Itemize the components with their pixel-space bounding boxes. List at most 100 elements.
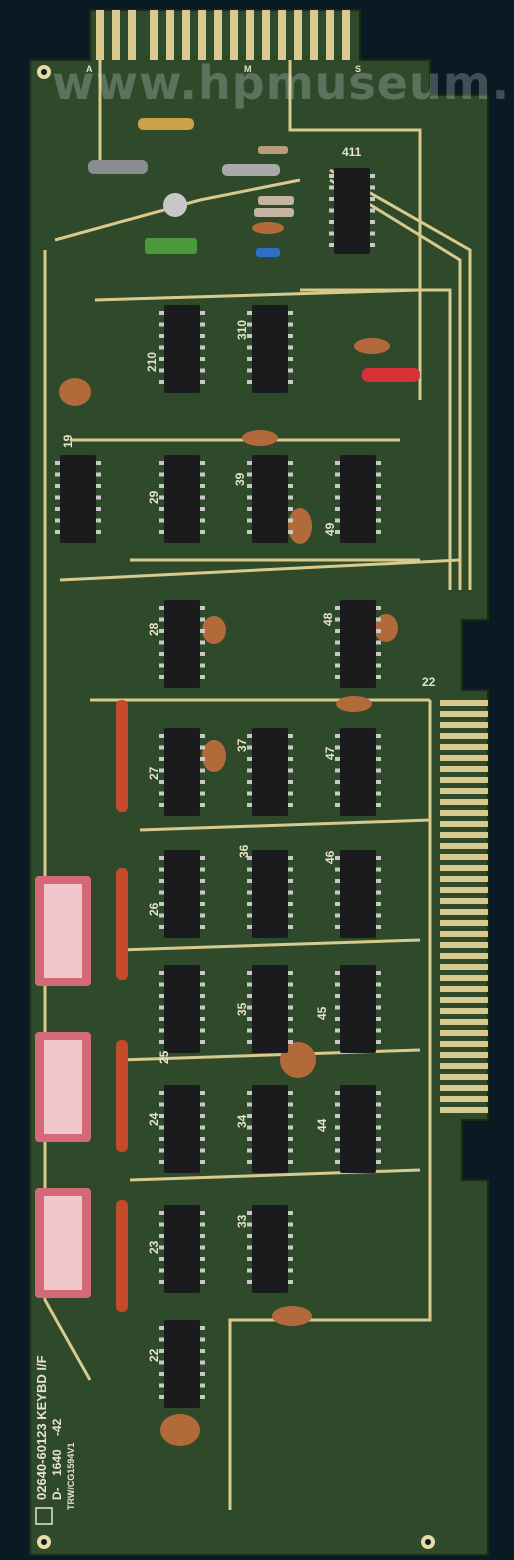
ic-pin — [376, 1040, 381, 1044]
edge-finger — [440, 755, 488, 761]
ic-pin — [376, 484, 381, 488]
ic-pin — [288, 1160, 293, 1164]
ic-pin — [159, 1280, 164, 1284]
ic-pin — [200, 345, 205, 350]
ic-pin — [200, 1017, 205, 1021]
ic-pin — [329, 220, 334, 224]
ic-pin — [159, 971, 164, 975]
ic-pin — [288, 345, 293, 350]
ic-pin — [159, 640, 164, 645]
ic-pin — [247, 1160, 252, 1164]
ic-pin — [329, 185, 334, 190]
ic-chip — [252, 1205, 288, 1293]
ic-pin — [288, 1125, 293, 1130]
ic-pin — [370, 231, 375, 236]
ic-pin — [247, 1245, 252, 1250]
ic-pin — [335, 768, 340, 773]
ic-pin — [159, 357, 164, 361]
ic-pin — [376, 982, 381, 987]
ic-pin — [159, 1137, 164, 1141]
ic-chip — [164, 1205, 200, 1293]
ic-pin — [200, 461, 205, 465]
ic-pin — [247, 982, 252, 987]
ic-pin — [159, 472, 164, 477]
ic-pin — [96, 472, 101, 477]
ic-chip — [252, 728, 288, 816]
ic-pin — [159, 629, 164, 633]
ic-pin — [247, 357, 252, 361]
ic-pin — [288, 913, 293, 918]
ic-pin — [159, 856, 164, 860]
ic-chip — [340, 728, 376, 816]
ic-pin — [247, 890, 252, 895]
ic-pin — [247, 803, 252, 807]
ic-pin — [370, 185, 375, 190]
board-date-code: 1640 — [50, 1449, 64, 1476]
ic-pin — [288, 507, 293, 511]
ic-chip — [334, 168, 370, 254]
ic-pin — [288, 768, 293, 773]
ic-pin — [370, 243, 375, 247]
ic-pin — [335, 803, 340, 807]
edge-finger — [440, 1041, 488, 1047]
ic-pin — [288, 322, 293, 327]
ic-pin — [335, 780, 340, 784]
ic-pin — [247, 484, 252, 488]
transistor — [163, 193, 187, 217]
ic-pin — [247, 1211, 252, 1215]
ic-pin — [200, 1102, 205, 1107]
ic-pin — [288, 867, 293, 872]
ic-pin — [200, 530, 205, 534]
ic-pin — [200, 617, 205, 622]
ic-pin — [335, 675, 340, 679]
edge-finger — [440, 1063, 488, 1069]
ic-pin — [159, 803, 164, 807]
ic-pin — [159, 1091, 164, 1095]
ic-pin — [247, 322, 252, 327]
ic-pin — [335, 1005, 340, 1010]
ic-pin — [376, 791, 381, 796]
ic-pin — [200, 1245, 205, 1250]
dip-switch-3 — [35, 1188, 91, 1298]
ic-pin — [376, 652, 381, 656]
ic-pin — [376, 1148, 381, 1153]
ic-label-46: 46 — [323, 850, 337, 864]
edge-finger — [440, 1030, 488, 1036]
ic-pin — [200, 994, 205, 998]
ic-pin — [159, 1245, 164, 1250]
ic-pin — [247, 925, 252, 929]
ic-pin — [247, 780, 252, 784]
ic-pin — [159, 1005, 164, 1010]
ic-pin — [376, 1091, 381, 1095]
edge-label-s: S — [355, 64, 361, 74]
ic-pin — [370, 208, 375, 213]
ic-pin — [159, 380, 164, 384]
ic-pin — [200, 357, 205, 361]
ic-chip — [164, 600, 200, 688]
ic-pin — [247, 1028, 252, 1033]
ic-pin — [200, 368, 205, 373]
ic-pin — [200, 1372, 205, 1376]
ic-chip — [252, 455, 288, 543]
ic-pin — [247, 345, 252, 350]
ic-pin — [200, 495, 205, 500]
ic-pin — [247, 1005, 252, 1010]
ic-label-19: 19 — [61, 434, 75, 448]
edge-finger — [440, 887, 488, 893]
ic-pin — [247, 334, 252, 338]
ic-pin — [335, 518, 340, 523]
edge-finger — [440, 942, 488, 948]
ic-pin — [335, 461, 340, 465]
ic-label-28: 28 — [147, 622, 161, 636]
ic-pin — [200, 484, 205, 488]
top-edge-connector — [96, 10, 350, 60]
ic-pin — [376, 879, 381, 883]
ic-pin — [288, 1280, 293, 1284]
ic-pin — [376, 734, 381, 738]
edge-finger — [440, 821, 488, 827]
ic-pin — [376, 1102, 381, 1107]
edge-finger — [440, 744, 488, 750]
ic-pin — [288, 780, 293, 784]
ic-pin — [200, 1148, 205, 1153]
